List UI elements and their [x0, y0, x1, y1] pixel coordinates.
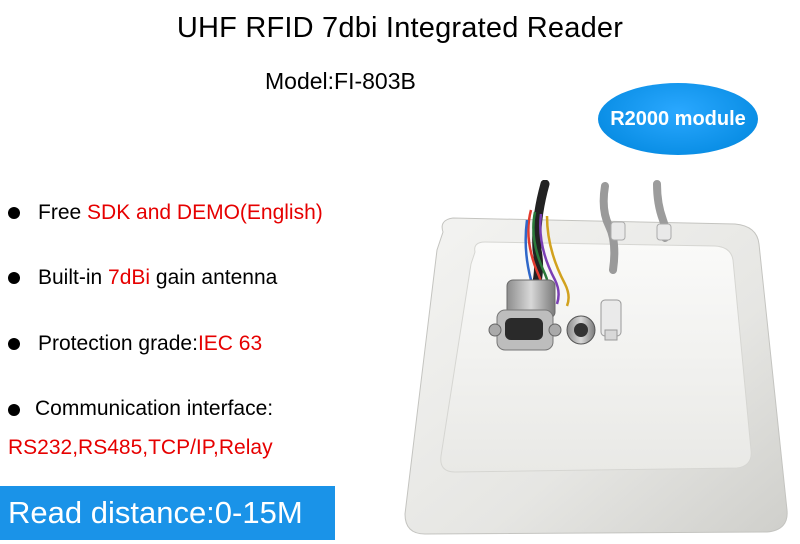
bullet-icon — [8, 404, 20, 416]
feature-highlight: 7dBi — [108, 266, 151, 289]
feature-prefix: Protection grade: — [38, 332, 198, 355]
feature-suffix: gain antenna — [150, 266, 278, 289]
interface-list: RS232,RS485,TCP/IP,Relay — [8, 436, 273, 459]
page-title: UHF RFID 7dbi Integrated Reader — [176, 12, 624, 44]
feature-prefix: Communication interface: — [35, 397, 274, 420]
bullet-icon — [8, 272, 20, 284]
model-label: Model:FI-803B — [265, 68, 416, 94]
bullet-icon — [8, 207, 20, 219]
feature-highlight: IEC 63 — [197, 332, 263, 355]
feature-antenna: Built-in 7dBi gain antenna — [38, 266, 277, 290]
rfid-reader-illustration — [404, 180, 788, 535]
read-distance-banner: Read distance:0-15M — [0, 486, 335, 540]
bullet-icon — [8, 338, 20, 350]
feature-sdk: Free SDK and DEMO(English) — [38, 201, 323, 225]
feature-interface: Communication interface: — [35, 397, 273, 421]
feature-protection: Protection grade:IEC 63 — [38, 332, 262, 356]
module-badge: R2000 module — [598, 83, 758, 155]
feature-prefix: Built-in — [38, 266, 109, 289]
feature-highlight: SDK and DEMO(English) — [87, 201, 323, 224]
feature-prefix: Free — [38, 201, 88, 224]
